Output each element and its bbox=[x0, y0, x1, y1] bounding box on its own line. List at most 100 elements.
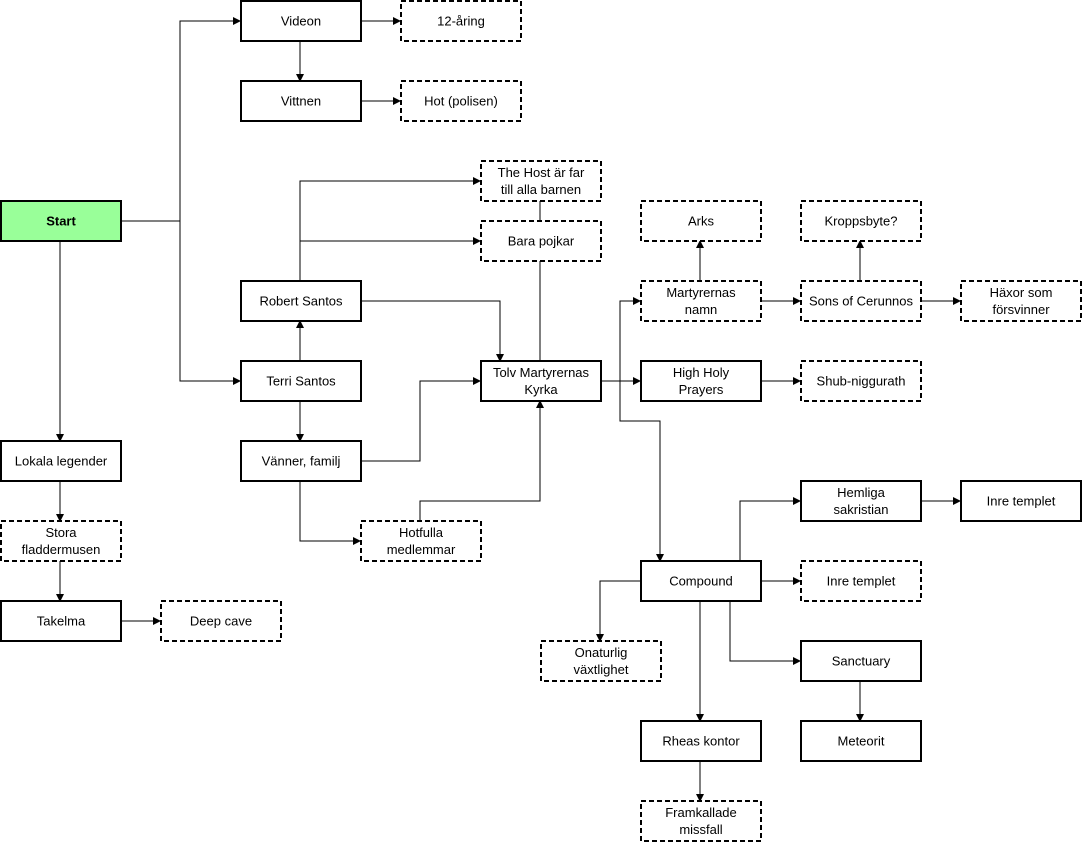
node-label: Bara pojkar bbox=[508, 234, 575, 249]
node-label: Terri Santos bbox=[266, 374, 336, 389]
node-inretemplet2: Inre templet bbox=[800, 560, 922, 602]
node-box bbox=[800, 560, 922, 602]
node-box bbox=[360, 520, 482, 562]
node-box bbox=[400, 80, 522, 122]
node-host: The Host är far till alla barnen bbox=[480, 160, 602, 202]
node-box bbox=[240, 440, 362, 482]
node-sons: Sons of Cerunnos bbox=[800, 280, 922, 322]
node-deepcave: Deep cave bbox=[160, 600, 282, 642]
node-lokala: Lokala legender bbox=[0, 440, 122, 482]
node-start: Start bbox=[0, 200, 122, 242]
node-label: The Host är far bbox=[498, 165, 585, 180]
node-takelma: Takelma bbox=[0, 600, 122, 642]
node-box bbox=[160, 600, 282, 642]
node-box bbox=[0, 600, 122, 642]
node-label: Sons of Cerunnos bbox=[809, 294, 914, 309]
edge-compound-to-sanctuary bbox=[729, 601, 801, 665]
edge-tolv-to-martyrernas bbox=[600, 297, 641, 382]
node-label: Arks bbox=[688, 214, 715, 229]
node-label: Tolv Martyrernas bbox=[493, 365, 590, 380]
node-box bbox=[640, 360, 762, 402]
node-rheas: Rheas kontor bbox=[640, 720, 762, 762]
node-arks: Arks bbox=[640, 200, 762, 242]
node-label: Hot (polisen) bbox=[424, 94, 498, 109]
node-box bbox=[800, 640, 922, 682]
node-shub: Shub-niggurath bbox=[800, 360, 922, 402]
node-box bbox=[240, 80, 362, 122]
node-videon: Videon bbox=[240, 0, 362, 42]
node-label: Deep cave bbox=[190, 614, 252, 629]
node-barapojkar: Bara pojkar bbox=[480, 220, 602, 262]
edge-vanner-to-hotfulla bbox=[299, 481, 361, 545]
node-box bbox=[480, 220, 602, 262]
node-box bbox=[0, 440, 122, 482]
edge-vanner-to-tolv bbox=[360, 377, 481, 462]
node-box bbox=[240, 0, 362, 42]
node-label: Robert Santos bbox=[259, 294, 343, 309]
node-box bbox=[960, 480, 1082, 522]
node-inretemplet1: Inre templet bbox=[960, 480, 1082, 522]
node-compound: Compound bbox=[640, 560, 762, 602]
edge-compound-to-onaturlig bbox=[596, 580, 640, 642]
node-box bbox=[800, 720, 922, 762]
edge-tolv-to-compound bbox=[600, 380, 664, 562]
node-label: till alla barnen bbox=[501, 182, 581, 197]
node-box bbox=[640, 720, 762, 762]
edge-start-to-videon bbox=[120, 17, 241, 222]
node-meteorit: Meteorit bbox=[800, 720, 922, 762]
edge-robert-to-barapojkar bbox=[299, 237, 481, 281]
node-label: Vänner, familj bbox=[262, 454, 341, 469]
node-box bbox=[800, 360, 922, 402]
node-label: Meteorit bbox=[838, 734, 885, 749]
node-label: Start bbox=[46, 214, 76, 229]
node-label: Lokala legender bbox=[15, 454, 108, 469]
edge-robert-to-tolv bbox=[360, 300, 504, 362]
node-label: sakristian bbox=[834, 502, 889, 517]
node-label: namn bbox=[685, 302, 718, 317]
node-label: Inre templet bbox=[987, 494, 1056, 509]
node-label: Inre templet bbox=[827, 574, 896, 589]
node-label: Hemliga bbox=[837, 485, 885, 500]
node-box bbox=[400, 0, 522, 42]
node-box bbox=[480, 160, 602, 202]
node-robert: Robert Santos bbox=[240, 280, 362, 322]
node-box bbox=[960, 280, 1082, 322]
edge-compound-to-hemliga bbox=[739, 497, 801, 561]
node-label: Häxor som bbox=[990, 285, 1053, 300]
node-box bbox=[540, 640, 662, 682]
node-box bbox=[240, 360, 362, 402]
node-box bbox=[800, 200, 922, 242]
node-vanner: Vänner, familj bbox=[240, 440, 362, 482]
node-vittnen: Vittnen bbox=[240, 80, 362, 122]
node-label: Prayers bbox=[679, 382, 724, 397]
node-label: Rheas kontor bbox=[662, 734, 740, 749]
node-terri: Terri Santos bbox=[240, 360, 362, 402]
node-label: Shub-niggurath bbox=[817, 374, 906, 389]
node-box bbox=[0, 200, 122, 242]
edge-robert-to-host bbox=[299, 177, 481, 281]
node-sanctuary: Sanctuary bbox=[800, 640, 922, 682]
node-kroppsbyte: Kroppsbyte? bbox=[800, 200, 922, 242]
node-box bbox=[640, 800, 762, 842]
edge-hotfulla-to-tolv bbox=[419, 400, 544, 521]
node-12aring: 12-åring bbox=[400, 0, 522, 42]
node-label: växtlighet bbox=[574, 662, 629, 677]
node-label: Framkallade bbox=[665, 805, 737, 820]
node-label: Kyrka bbox=[524, 382, 558, 397]
node-hemliga: Hemliga sakristian bbox=[800, 480, 922, 522]
node-hot: Hot (polisen) bbox=[400, 80, 522, 122]
node-label: Hotfulla bbox=[399, 525, 444, 540]
node-box bbox=[0, 520, 122, 562]
node-box bbox=[480, 360, 602, 402]
node-label: Sanctuary bbox=[832, 654, 891, 669]
node-box bbox=[800, 480, 922, 522]
node-label: High Holy bbox=[673, 365, 730, 380]
